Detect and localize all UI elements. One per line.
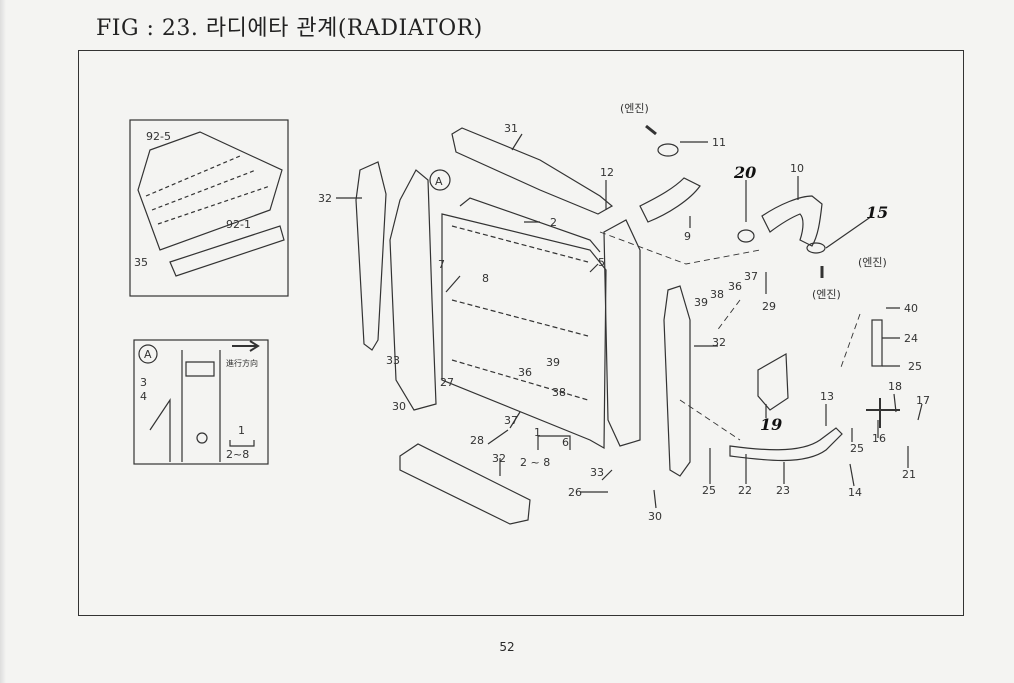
part-30-left: 30 bbox=[392, 400, 406, 413]
part-5: 5 bbox=[598, 256, 605, 269]
grille-panel-shape bbox=[137, 131, 283, 251]
part-2-8: 2 ~ 8 bbox=[520, 456, 550, 469]
part-23: 23 bbox=[776, 484, 790, 497]
part-39: 39 bbox=[546, 356, 560, 369]
part-25-mid: 25 bbox=[850, 442, 864, 455]
part-32-bottom: 32 bbox=[492, 452, 506, 465]
part-11: 11 bbox=[712, 136, 726, 149]
part-27: 27 bbox=[440, 376, 454, 389]
upper-hose bbox=[639, 177, 701, 223]
part-1: 1 bbox=[534, 426, 541, 439]
part-12: 12 bbox=[600, 166, 614, 179]
inset-detail-marker: A bbox=[144, 348, 152, 361]
part-14: 14 bbox=[848, 486, 862, 499]
part-36-right: 36 bbox=[728, 280, 742, 293]
radiator-core bbox=[441, 213, 607, 450]
part-21: 21 bbox=[902, 468, 916, 481]
label-92-5: 92-5 bbox=[146, 130, 171, 143]
clamp-20 bbox=[737, 229, 755, 243]
part-37-right: 37 bbox=[744, 270, 758, 283]
part-25-right: 25 bbox=[908, 360, 922, 373]
clamp-15 bbox=[806, 242, 826, 254]
part-13: 13 bbox=[820, 390, 834, 403]
inset-top-frame bbox=[129, 119, 289, 297]
left-bracket bbox=[389, 169, 437, 411]
part-9: 9 bbox=[684, 230, 691, 243]
figure-title: FIG : 23. 라디에타 관계(RADIATOR) bbox=[96, 16, 483, 41]
main-detail-marker: A bbox=[435, 175, 443, 188]
part-32-right: 32 bbox=[712, 336, 726, 349]
detail-marker-circle bbox=[429, 169, 451, 191]
part-16: 16 bbox=[872, 432, 886, 445]
part-38: 38 bbox=[552, 386, 566, 399]
part-26: 26 bbox=[568, 486, 582, 499]
label-4: 4 bbox=[140, 390, 147, 403]
label-2-8: 2~8 bbox=[226, 448, 249, 461]
part-28: 28 bbox=[470, 434, 484, 447]
part-33: 33 bbox=[590, 466, 604, 479]
part-19: 19 bbox=[760, 415, 782, 434]
part-22: 22 bbox=[738, 484, 752, 497]
right-side-seal bbox=[663, 285, 691, 477]
top-baffle bbox=[451, 127, 614, 215]
part-38-right: 38 bbox=[710, 288, 724, 301]
part-31: 31 bbox=[504, 122, 518, 135]
engine-label-1: (엔진) bbox=[620, 102, 649, 115]
bottom-seal bbox=[399, 443, 531, 525]
label-92-1: 92-1 bbox=[226, 218, 251, 231]
part-6: 6 bbox=[562, 436, 569, 449]
bracket-19 bbox=[757, 352, 789, 411]
engine-label-3: (엔진) bbox=[812, 288, 841, 301]
left-side-seal bbox=[355, 161, 387, 351]
part-17: 17 bbox=[916, 394, 930, 407]
part-39-right: 39 bbox=[694, 296, 708, 309]
inset-detail-frame bbox=[133, 339, 269, 465]
part-29: 29 bbox=[762, 300, 776, 313]
part-33-left: 33 bbox=[386, 354, 400, 367]
part-25-bottom: 25 bbox=[702, 484, 716, 497]
lower-hose bbox=[729, 427, 843, 462]
label-1: 1 bbox=[238, 424, 245, 437]
grille-lower-bar bbox=[169, 225, 285, 277]
clamp-11 bbox=[657, 143, 679, 157]
page-number: 52 bbox=[499, 640, 515, 654]
right-shroud bbox=[603, 219, 641, 447]
part-7: 7 bbox=[438, 258, 445, 271]
part-32-left: 32 bbox=[318, 192, 332, 205]
label-35: 35 bbox=[134, 256, 148, 269]
part-2: 2 bbox=[550, 216, 557, 229]
part-40: 40 bbox=[904, 302, 918, 315]
part-37: 37 bbox=[504, 414, 518, 427]
radiator-hose-10 bbox=[761, 195, 823, 247]
part-8: 8 bbox=[482, 272, 489, 285]
pipe-24 bbox=[871, 319, 883, 367]
part-30: 30 bbox=[648, 510, 662, 523]
engine-label-2: (엔진) bbox=[858, 256, 887, 269]
part-24: 24 bbox=[904, 332, 918, 345]
part-15: 15 bbox=[866, 203, 888, 222]
figure-frame bbox=[78, 50, 964, 616]
page-edge-shadow bbox=[0, 0, 6, 683]
part-36: 36 bbox=[518, 366, 532, 379]
part-10: 10 bbox=[790, 162, 804, 175]
part-18: 18 bbox=[888, 380, 902, 393]
direction-text: 進行方向 bbox=[226, 358, 258, 368]
label-3: 3 bbox=[140, 376, 147, 389]
part-20: 20 bbox=[733, 163, 756, 182]
